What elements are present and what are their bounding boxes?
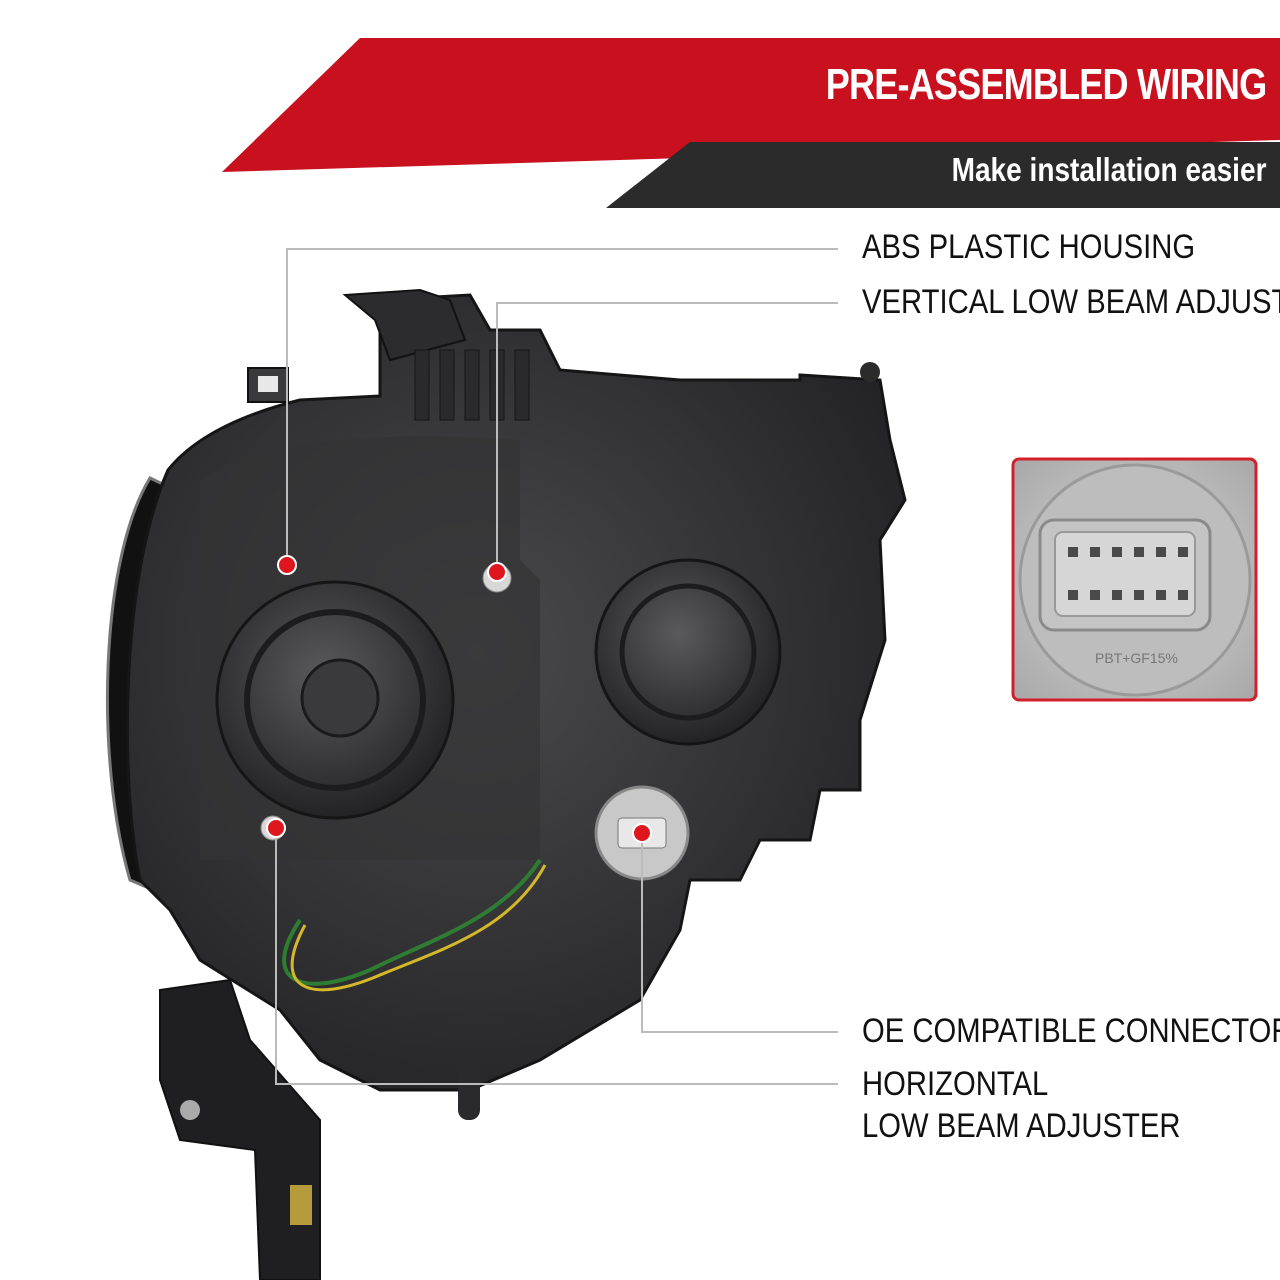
marker-abs-housing xyxy=(277,555,297,575)
top-tab xyxy=(342,288,467,362)
marker-horizontal-adjuster xyxy=(266,818,286,838)
inset-connector-pins xyxy=(1068,547,1188,600)
callout-markers xyxy=(266,555,652,843)
inset-connector-mark: PBT+GF15% xyxy=(1095,650,1178,666)
connector-inset xyxy=(1011,457,1258,702)
high-beam-cap-ring xyxy=(619,583,757,721)
low-beam-cap-center xyxy=(300,658,380,738)
dark-banner xyxy=(606,142,1280,208)
leader-lines xyxy=(275,248,838,1085)
page-subtitle: Make installation easier xyxy=(951,151,1266,188)
callout-horizontal-line2: LOW BEAM ADJUSTER xyxy=(862,1107,1181,1145)
callout-abs-housing: ABS PLASTIC HOUSING xyxy=(862,228,1196,266)
wire-green xyxy=(282,858,542,986)
wire-yellow xyxy=(290,864,547,992)
callout-horizontal-line1: HORIZONTAL xyxy=(862,1065,1049,1103)
page-title: PRE-ASSEMBLED WIRING xyxy=(825,60,1266,109)
bottom-bracket xyxy=(159,978,321,1280)
bracket-clip xyxy=(290,1185,312,1225)
marker-vertical-adjuster xyxy=(487,562,507,582)
bracket-bolt xyxy=(180,1100,200,1120)
left-tab-window xyxy=(258,376,278,392)
callout-vertical-adjuster: VERTICAL LOW BEAM ADJUSTER xyxy=(862,283,1280,321)
low-beam-cap-ring xyxy=(244,609,426,791)
inset-connector-face xyxy=(1054,531,1196,617)
marker-oe-connector xyxy=(632,823,652,843)
callout-oe-connector: OE COMPATIBLE CONNECTOR xyxy=(862,1012,1280,1050)
red-banner xyxy=(222,38,1280,172)
top-right-knob xyxy=(860,362,880,382)
